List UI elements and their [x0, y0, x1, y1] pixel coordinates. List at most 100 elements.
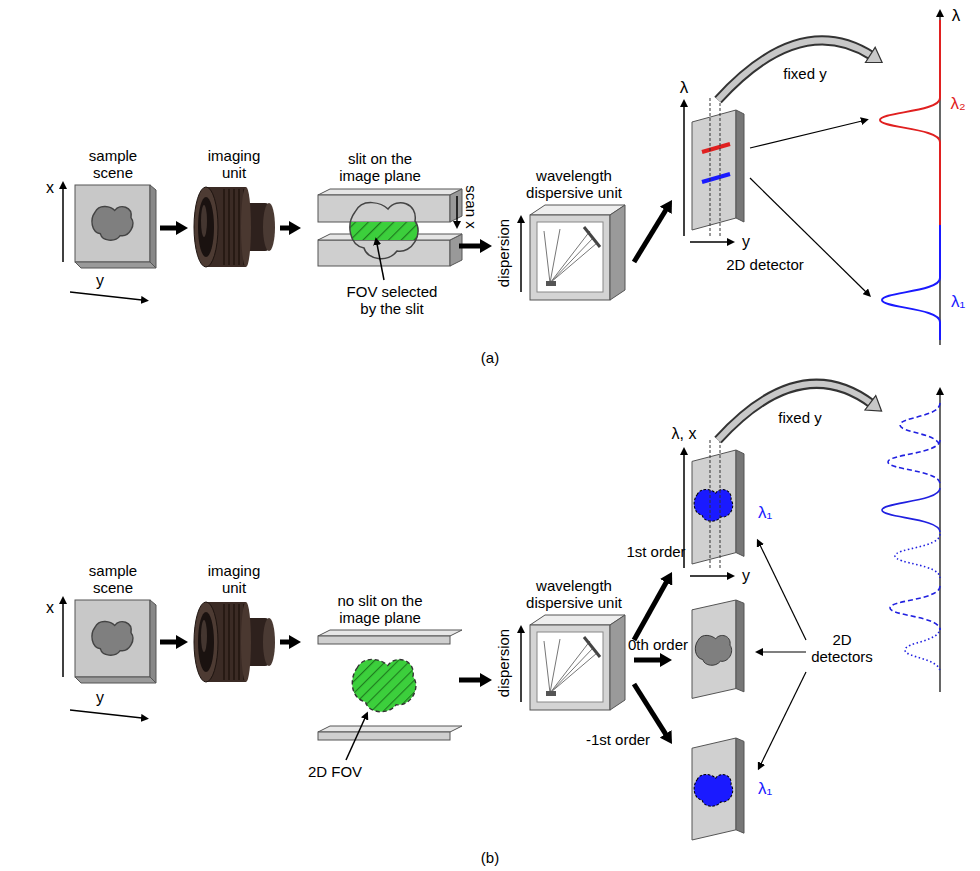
illustration-part — [762, 651, 806, 652]
illustration-part — [520, 222, 522, 292]
illustration-part — [75, 600, 156, 683]
sample-scene-a — [63, 185, 156, 300]
side-label: dispersion — [495, 219, 512, 287]
figure-area — [70, 185, 156, 269]
component-label: wavelength dispersive unit — [518, 167, 630, 202]
lens-b — [194, 602, 275, 682]
figure-area — [192, 185, 276, 269]
lens-a — [194, 187, 275, 267]
callout-label: fixed y — [778, 409, 821, 426]
illustration-part — [692, 600, 744, 698]
order-label: 0th order — [628, 636, 688, 653]
callout-label: FOV selected by the slit — [342, 283, 442, 318]
component-label: no slit on the image plane — [330, 592, 430, 627]
open-image-plane: no slit on the image plane — [305, 592, 455, 745]
illustration-part — [530, 205, 625, 300]
illustration-part — [905, 628, 940, 672]
figure-area — [676, 104, 810, 238]
illustration-part — [692, 450, 744, 564]
illustration-part — [318, 630, 462, 636]
slit-a — [318, 189, 462, 280]
flow-arrow — [459, 678, 482, 683]
illustration-part — [692, 110, 744, 230]
detector-a — [684, 98, 866, 292]
illustration-part — [710, 98, 711, 236]
illustration-part — [710, 440, 711, 568]
illustration-part — [530, 615, 625, 710]
illustration-part — [882, 488, 940, 532]
component-label: imaging unit — [199, 562, 269, 597]
illustration-part — [318, 195, 450, 222]
axis-label: y — [96, 689, 104, 707]
callout-label: fixed y — [783, 65, 826, 82]
flow-arrow — [634, 684, 667, 736]
illustration-part — [350, 203, 418, 259]
illustration-part — [318, 732, 450, 740]
flow-arrow — [280, 226, 291, 231]
spectrum-b — [882, 394, 940, 692]
fixed-y-arrow-b — [718, 384, 872, 440]
illustration-part — [702, 144, 730, 152]
component-label: 2D detector — [720, 256, 810, 273]
illustration-part — [895, 534, 940, 578]
illustration-part — [350, 222, 418, 240]
sample-scene-b — [63, 600, 156, 718]
illustration-part — [318, 189, 462, 195]
flow-arrow — [280, 640, 291, 645]
dispersive-unit: wavelength dispersive unit dispersion — [496, 167, 630, 302]
illustration-part — [750, 121, 862, 148]
illustration-part — [377, 244, 384, 280]
illustration-part — [346, 718, 365, 760]
dispersive-unit-b — [521, 615, 625, 710]
component-label: sample scene — [73, 147, 153, 182]
illustration-part — [900, 403, 940, 447]
illustration-part — [75, 185, 156, 268]
imaging-unit: imaging unit — [192, 147, 276, 270]
illustration-part — [62, 188, 64, 262]
illustration-part — [761, 672, 806, 764]
illustration-part — [683, 106, 685, 236]
illustration-part — [694, 489, 733, 521]
figure-area — [192, 600, 276, 684]
illustration-part — [939, 394, 940, 692]
illustration-part — [318, 636, 450, 644]
wavelength-label: λ₂ — [950, 94, 965, 114]
order-label: 1st order — [626, 543, 685, 560]
illustration-part — [888, 440, 940, 484]
figure-area — [676, 445, 752, 580]
illustration-part — [718, 40, 872, 100]
axis-label: y — [742, 233, 750, 251]
dispersive-unit: wavelength dispersive unitdispersion — [496, 577, 630, 712]
wavelength-label: λ₁ — [951, 292, 965, 312]
order-label: -1st order — [586, 731, 650, 748]
axis-label: λ — [952, 6, 961, 26]
illustration-part — [750, 178, 866, 292]
illustration-part — [690, 575, 728, 577]
illustration-part — [692, 738, 744, 840]
illustration-part — [318, 726, 462, 732]
illustration-part — [70, 710, 142, 718]
illustration-part — [718, 40, 872, 100]
axis-label: x — [46, 599, 54, 617]
flow-arrow — [634, 209, 667, 262]
spectrum-a — [880, 16, 940, 345]
illustration-part — [720, 440, 721, 568]
sample-scene: sample scene — [70, 562, 156, 685]
flow-arrow — [634, 581, 667, 640]
figure-area — [70, 600, 156, 684]
illustration-part — [694, 774, 733, 806]
axis-label: y — [96, 272, 104, 290]
component-label: λ₁ — [758, 779, 772, 799]
component-label: wavelength dispersive unit — [518, 577, 630, 612]
figure-area — [305, 630, 455, 744]
figure-area — [305, 188, 455, 270]
illustration-part — [890, 586, 940, 630]
illustration-part — [352, 659, 416, 711]
scan-label: scan x — [462, 185, 479, 228]
illustration-part — [70, 292, 142, 300]
callout-label: 2D FOV — [308, 763, 362, 780]
slit-plane: slit on the image plane — [305, 150, 455, 271]
component-label: 2D detectors — [802, 631, 882, 666]
